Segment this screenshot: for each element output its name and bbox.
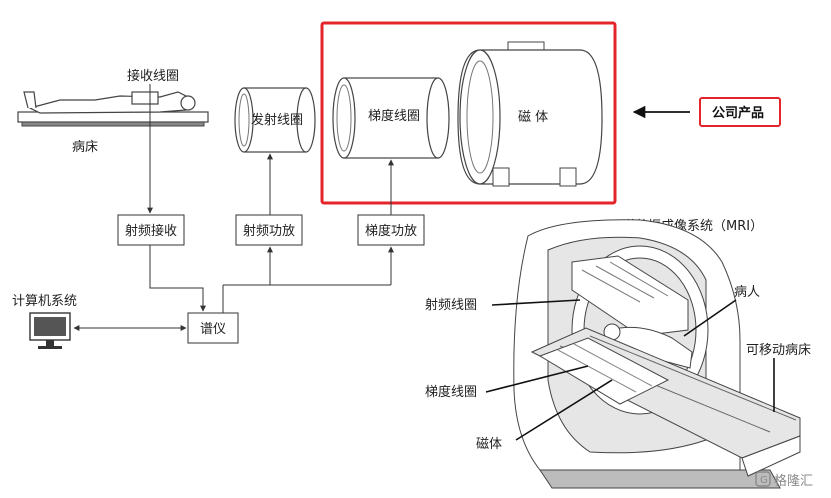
mri-scanner-illustration (513, 219, 801, 489)
mri-rf-coil-label: 射频线圈 (425, 297, 477, 313)
watermark-logo: G (755, 471, 771, 487)
mri-gradient-coil-label: 梯度线圈 (425, 384, 477, 400)
company-product-label: 公司产品 (712, 105, 764, 121)
computer-system-label: 计算机系统 (12, 294, 77, 309)
transmit-coil-label: 发射线圈 (251, 112, 303, 128)
gradient-coil-label: 梯度线圈 (368, 108, 420, 124)
spectrometer-label: 谱仪 (200, 322, 226, 337)
rf-amplifier-box (235, 214, 303, 246)
mri-magnet-label: 磁体 (476, 437, 502, 452)
mri-patient-label: 病人 (734, 285, 760, 300)
computer-monitor-icon (29, 312, 71, 349)
spectrometer-box (187, 312, 239, 344)
company-product-box (699, 97, 781, 127)
svg-text:G: G (760, 475, 768, 486)
rf-receive-label: 射频接收 (125, 223, 177, 239)
connector-lines (73, 84, 394, 331)
receive-coil-label: 接收线圈 (127, 68, 179, 84)
transmit-coil-cylinder (234, 87, 316, 153)
rf-amplifier-label: 射频功放 (243, 223, 295, 239)
watermark-text: 格隆汇 (774, 473, 813, 489)
patient-bed-illustration (17, 91, 209, 127)
magnet-label: 磁 体 (518, 110, 548, 125)
rf-receive-box (117, 214, 185, 246)
mri-callout-lines (485, 299, 775, 441)
gradient-amplifier-box (357, 214, 425, 246)
company-product-highlight-box (320, 21, 617, 205)
mri-movable-bed-label: 可移动病床 (746, 343, 811, 358)
gradient-coil-cylinder (332, 77, 450, 159)
gradient-amplifier-label: 梯度功放 (365, 223, 417, 239)
patient-bed-label: 病床 (72, 140, 98, 155)
magnet-block (457, 41, 603, 187)
